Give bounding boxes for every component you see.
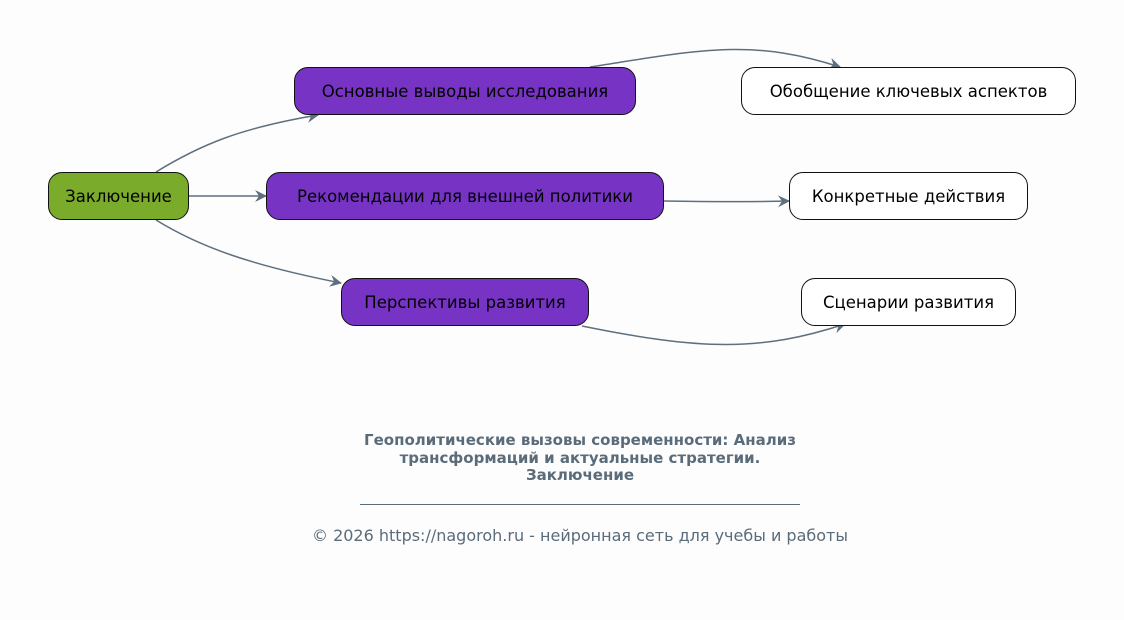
node-root: Заключение — [48, 172, 189, 220]
node-findings: Основные выводы исследования — [294, 67, 636, 115]
node-summary: Обобщение ключевых аспектов — [741, 67, 1076, 115]
caption-divider — [360, 504, 800, 505]
node-prospects: Перспективы развития — [341, 278, 589, 326]
node-recommendations: Рекомендации для внешней политики — [266, 172, 664, 220]
edge-root-to-findings — [155, 110, 319, 173]
edge-findings-to-summary — [589, 48, 841, 70]
caption-line-2: трансформаций и актуальные стратегии. — [399, 448, 761, 467]
edge-recommendations-to-actions — [663, 195, 790, 208]
footer-copyright: © 2026 https://nagoroh.ru - нейронная се… — [311, 526, 848, 545]
node-actions: Конкретные действия — [789, 172, 1028, 220]
caption-line-3: Заключение — [525, 466, 635, 484]
edge-prospects-to-scenarios — [581, 321, 846, 346]
edge-root-to-prospects — [155, 219, 342, 287]
diagram-caption: Геополитические вызовы современности: Ан… — [280, 431, 880, 485]
node-scenarios: Сценарии развития — [801, 278, 1016, 326]
caption-line-1: Геополитические вызовы современности: Ан… — [364, 431, 796, 449]
